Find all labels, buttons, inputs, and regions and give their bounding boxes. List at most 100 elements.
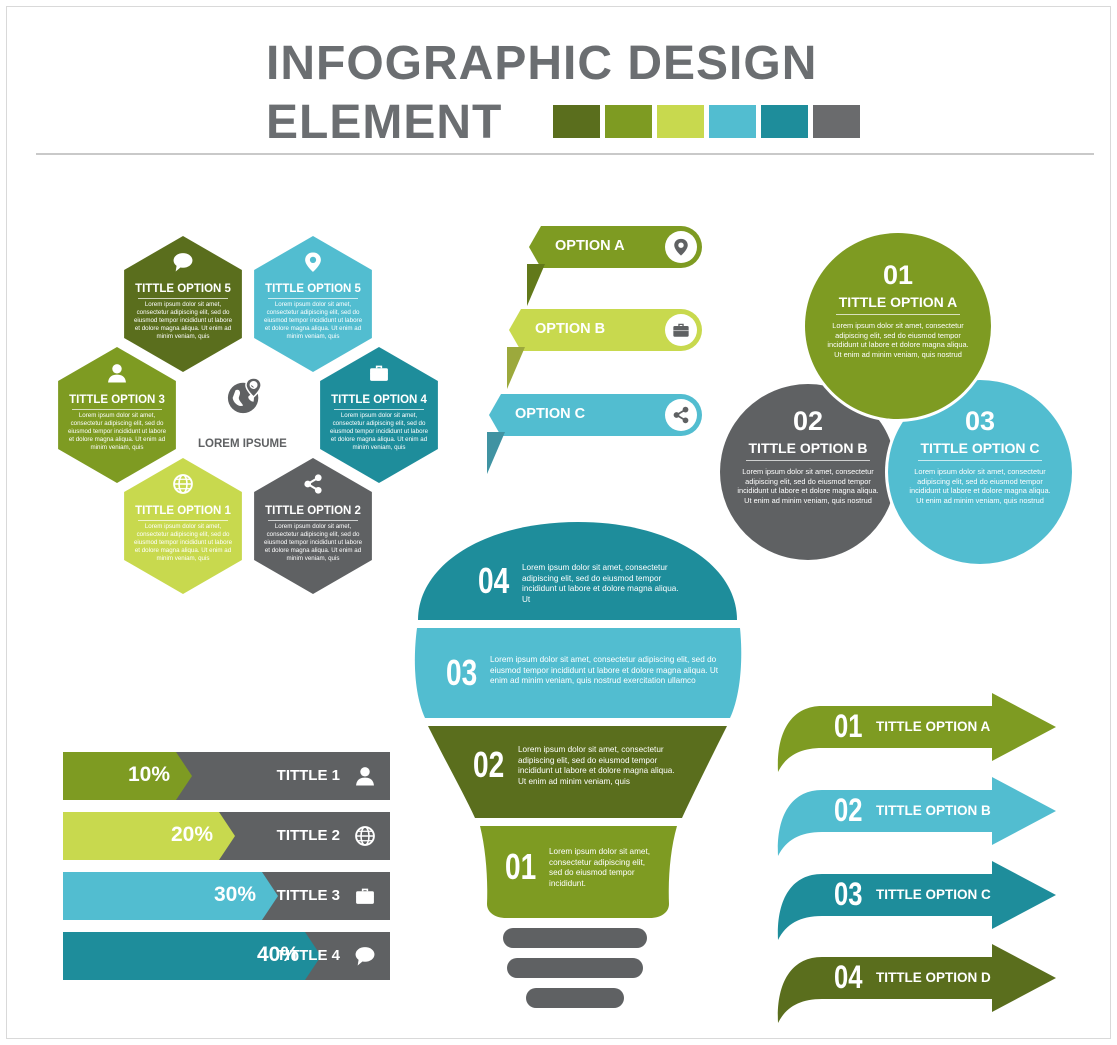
hexagon-body: Lorem ipsum dolor sit amet, consectetur … xyxy=(67,412,167,451)
banner-tail xyxy=(527,264,545,306)
hexagon-6 xyxy=(254,458,372,594)
banner-2 xyxy=(509,309,702,351)
bar-fill-3 xyxy=(63,872,278,920)
hexagon-divider xyxy=(138,520,228,521)
arrow-title: TITTLE OPTION D xyxy=(876,970,991,985)
hexagon-title: TITTLE OPTION 3 xyxy=(69,394,165,406)
circle-body: Lorem ipsum dolor sit amet, consectetur … xyxy=(737,467,879,505)
banner-tail-shadow xyxy=(487,432,505,474)
bulb-section-02 xyxy=(428,726,727,818)
bulb-section-01 xyxy=(480,826,677,918)
hexagon-divider xyxy=(72,409,162,410)
banner-tail xyxy=(507,347,525,389)
bar-fill-4 xyxy=(63,932,321,980)
arrow-title: TITTLE OPTION C xyxy=(876,887,991,902)
hexagon-body: Lorem ipsum dolor sit amet, consectetur … xyxy=(133,301,233,340)
circle-number: 01 xyxy=(882,260,914,290)
hexagon-body: Lorem ipsum dolor sit amet, consectetur … xyxy=(263,523,363,562)
center-label: LOREM IPSUME xyxy=(198,438,287,450)
hexagon-body: Lorem ipsum dolor sit amet, consectetur … xyxy=(263,301,363,340)
palette-swatch-5 xyxy=(761,105,808,138)
hexagon-title: TITTLE OPTION 4 xyxy=(331,394,427,406)
header-divider xyxy=(36,153,1094,155)
arrow-number: 01 xyxy=(834,708,863,744)
bar-title: TITTLE 3 xyxy=(276,887,340,904)
bar-percent: 10% xyxy=(127,763,170,786)
circle-divider xyxy=(836,314,960,315)
palette-swatch-2 xyxy=(605,105,652,138)
banner-label: OPTION A xyxy=(555,238,625,254)
arrow-2 xyxy=(777,777,1056,856)
circle-divider xyxy=(918,460,1042,461)
hexagon-title: TITTLE OPTION 1 xyxy=(135,505,231,517)
bulb-body: Lorem ipsum dolor sit amet, consectetur … xyxy=(490,655,719,686)
banner-icon-circle xyxy=(665,399,697,431)
palette-swatch-6 xyxy=(813,105,860,138)
hexagon-title: TITTLE OPTION 5 xyxy=(135,283,231,295)
banner-tail-shadow xyxy=(527,264,545,306)
hexagon-divider xyxy=(268,520,358,521)
bulb-section-03 xyxy=(414,628,742,718)
bulb-body: Lorem ipsum dolor sit amet, consectetur … xyxy=(549,847,651,888)
circle-3 xyxy=(888,380,1072,564)
banner-tail xyxy=(487,432,505,474)
hexagon-body: Lorem ipsum dolor sit amet, consectetur … xyxy=(133,523,233,562)
share-icon xyxy=(673,406,689,424)
briefcase-icon xyxy=(356,888,374,904)
bulb-body: Lorem ipsum dolor sit amet, consectetur … xyxy=(518,745,675,786)
bulb-base-ring-3 xyxy=(526,988,624,1008)
bar-percent: 20% xyxy=(170,823,213,846)
circle-number: 03 xyxy=(964,406,996,436)
banner-icon-circle xyxy=(665,231,697,263)
hexagon-4 xyxy=(320,347,438,483)
banner-3 xyxy=(489,394,702,436)
hexagon-title: TITTLE OPTION 2 xyxy=(265,505,361,517)
arrow-number: 04 xyxy=(834,959,863,995)
share-icon xyxy=(304,474,322,494)
bulb-number: 02 xyxy=(473,744,505,785)
palette-swatch-3 xyxy=(657,105,704,138)
location-pin-icon xyxy=(305,252,321,272)
arrow-4 xyxy=(777,944,1056,1023)
bulb-number: 01 xyxy=(505,846,537,887)
hexagon-3 xyxy=(58,347,176,483)
globe-location-icon xyxy=(227,377,262,414)
circle-2 xyxy=(720,384,896,560)
banner-tail-shadow xyxy=(507,347,525,389)
circle-title: TITTLE OPTION A xyxy=(838,294,958,310)
circle-body: Lorem ipsum dolor sit amet, consectetur … xyxy=(909,467,1051,505)
bulb-body: Lorem ipsum dolor sit amet, consectetur … xyxy=(522,563,679,604)
bar-fill-1 xyxy=(63,752,192,800)
banner-label: OPTION B xyxy=(535,321,606,337)
hexagon-divider xyxy=(138,298,228,299)
briefcase-icon xyxy=(370,365,388,381)
circle-1 xyxy=(805,233,991,419)
globe-icon xyxy=(355,826,375,846)
bulb-base-ring-1 xyxy=(503,928,647,948)
user-icon xyxy=(108,364,126,383)
hexagon-divider xyxy=(334,409,424,410)
palette-swatch-1 xyxy=(553,105,600,138)
color-palette xyxy=(553,105,860,138)
hexagon-divider xyxy=(268,298,358,299)
bulb-section-04 xyxy=(418,522,737,620)
chat-bubble-icon xyxy=(355,947,375,966)
palette-swatch-4 xyxy=(709,105,756,138)
hexagon-body: Lorem ipsum dolor sit amet, consectetur … xyxy=(329,412,429,451)
arrow-3 xyxy=(777,861,1056,940)
bar-title: TITTLE 4 xyxy=(276,947,340,964)
circle-title: TITTLE OPTION C xyxy=(920,440,1040,456)
arrow-1 xyxy=(777,693,1056,772)
arrow-title: TITTLE OPTION B xyxy=(876,803,991,818)
